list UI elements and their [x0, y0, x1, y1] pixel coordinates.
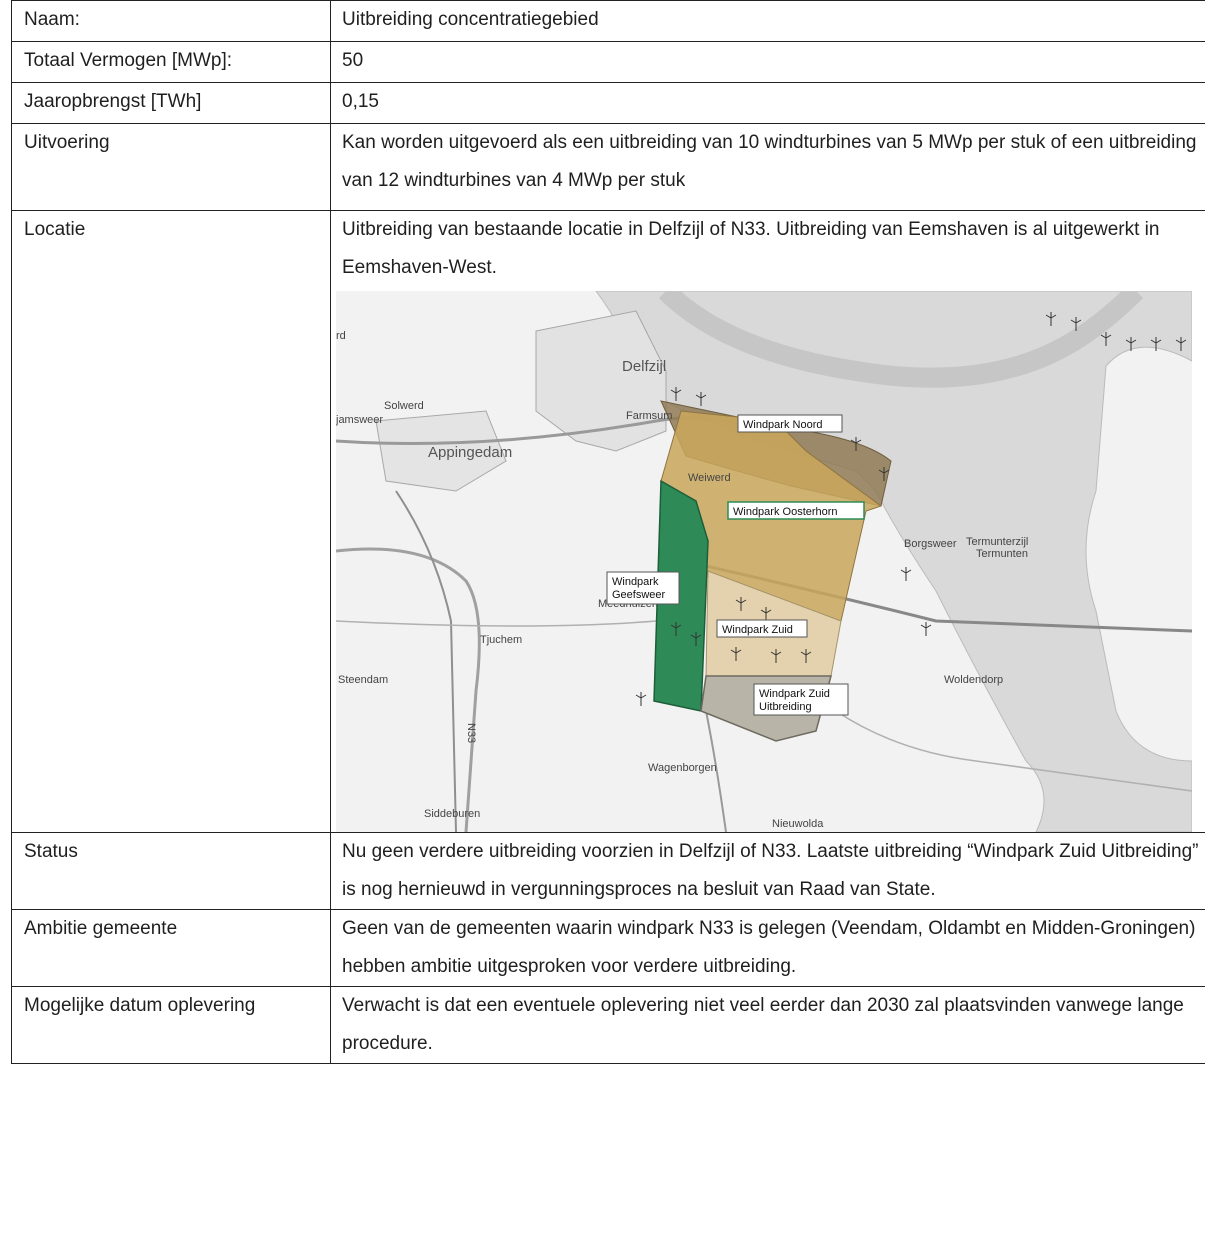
value-vermogen: 50 — [330, 41, 1205, 83]
place-borgsweer: Borgsweer — [904, 538, 957, 550]
label-windpark-geefsweer-text-2: Geefsweer — [612, 589, 666, 601]
turbine-icons — [635, 312, 1187, 706]
row-datum: Mogelijke datum oplevering Verwacht is d… — [11, 986, 1205, 1064]
value-uitvoering: Kan worden uitgevoerd als een uitbreidin… — [330, 123, 1205, 211]
row-locatie: Locatie Uitbreiding van bestaande locati… — [11, 210, 1205, 833]
value-status: Nu geen verdere uitbreiding voorzien in … — [330, 832, 1205, 910]
place-weiwerd: Weiwerd — [688, 472, 731, 484]
label-uitvoering: Uitvoering — [11, 123, 331, 211]
label-windpark-oosterhorn-text: Windpark Oosterhorn — [733, 506, 838, 518]
place-nieuwolda: Nieuwolda — [772, 818, 824, 830]
windpark-geefsweer-area — [653, 479, 709, 712]
row-uitvoering: Uitvoering Kan worden uitgevoerd als een… — [11, 123, 1205, 211]
row-jaaropbrengst: Jaaropbrengst [TWh] 0,15 — [11, 82, 1205, 124]
map-svg: Delfzijl Appingedam Solwerd jamsweer rd … — [336, 291, 1192, 832]
row-ambitie: Ambitie gemeente Geen van de gemeenten w… — [11, 909, 1205, 987]
label-windpark-zuid-text: Windpark Zuid — [722, 624, 793, 636]
label-vermogen: Totaal Vermogen [MWp]: — [11, 41, 331, 83]
label-windpark-zuid-uitbreiding: Windpark Zuid Uitbreiding — [753, 683, 849, 716]
label-naam: Naam: — [11, 0, 331, 42]
map-road-2 — [336, 547, 481, 832]
info-sheet: Naam: Uitbreiding concentratiegebied Tot… — [11, 0, 1205, 1064]
map-road-5 — [336, 620, 657, 627]
label-windpark-noord-text: Windpark Noord — [743, 419, 822, 431]
label-windpark-geefsweer: Windpark Geefsweer — [606, 571, 680, 605]
label-windpark-oosterhorn: Windpark Oosterhorn — [727, 501, 865, 520]
label-ambitie: Ambitie gemeente — [11, 909, 331, 987]
row-naam: Naam: Uitbreiding concentratiegebied — [11, 0, 1205, 42]
value-naam: Uitbreiding concentratiegebied — [330, 0, 1205, 42]
project-table: Naam: Uitbreiding concentratiegebied Tot… — [11, 0, 1205, 1064]
value-datum: Verwacht is dat een eventuele oplevering… — [330, 986, 1205, 1064]
row-status: Status Nu geen verdere uitbreiding voorz… — [11, 832, 1205, 910]
map-urban-delfzijl — [535, 310, 667, 452]
value-jaaropbrengst: 0,15 — [330, 82, 1205, 124]
label-windpark-noord: Windpark Noord — [737, 414, 843, 433]
place-woldendorp: Woldendorp — [944, 674, 1003, 686]
place-tjamsweer: jamsweer — [336, 414, 383, 426]
place-termunten: Termunten — [976, 548, 1028, 560]
row-vermogen: Totaal Vermogen [MWp]: 50 — [11, 41, 1205, 83]
place-siddeburen: Siddeburen — [424, 808, 480, 820]
place-rd: rd — [336, 330, 346, 342]
label-windpark-geefsweer-text-1: Windpark — [612, 576, 659, 588]
map-water-channel — [658, 291, 1144, 388]
value-ambitie: Geen van de gemeenten waarin windpark N3… — [330, 909, 1205, 987]
label-windpark-zuid-uitbreiding-text-2: Uitbreiding — [759, 701, 812, 713]
place-delfzijl: Delfzijl — [622, 358, 666, 375]
place-solwerd: Solwerd — [384, 400, 424, 412]
cell-locatie: Uitbreiding van bestaande locatie in Del… — [330, 210, 1205, 833]
map-urban-appingedam — [375, 410, 507, 492]
label-windpark-zuid: Windpark Zuid — [716, 619, 808, 638]
place-wagenborgen: Wagenborgen — [648, 762, 717, 774]
label-windpark-zuid-uitbreiding-text-1: Windpark Zuid — [759, 688, 830, 700]
place-steendam: Steendam — [338, 674, 388, 686]
value-locatie: Uitbreiding van bestaande locatie in Del… — [342, 219, 1160, 278]
place-tjuchem: Tjuchem — [480, 634, 522, 646]
place-farmsum: Farmsum — [626, 410, 672, 422]
place-appingedam: Appingedam — [428, 444, 512, 461]
label-locatie: Locatie — [11, 210, 331, 833]
label-datum: Mogelijke datum oplevering — [11, 986, 331, 1064]
place-termunterzijl: Termunterzijl — [966, 536, 1028, 548]
map-road-6 — [835, 710, 1192, 792]
label-jaaropbrengst: Jaaropbrengst [TWh] — [11, 82, 331, 124]
label-status: Status — [11, 832, 331, 910]
windpark-map: Delfzijl Appingedam Solwerd jamsweer rd … — [336, 291, 1192, 832]
place-n33: N33 — [465, 723, 477, 743]
map-road-n33 — [395, 490, 457, 832]
map-road-4 — [705, 710, 727, 832]
